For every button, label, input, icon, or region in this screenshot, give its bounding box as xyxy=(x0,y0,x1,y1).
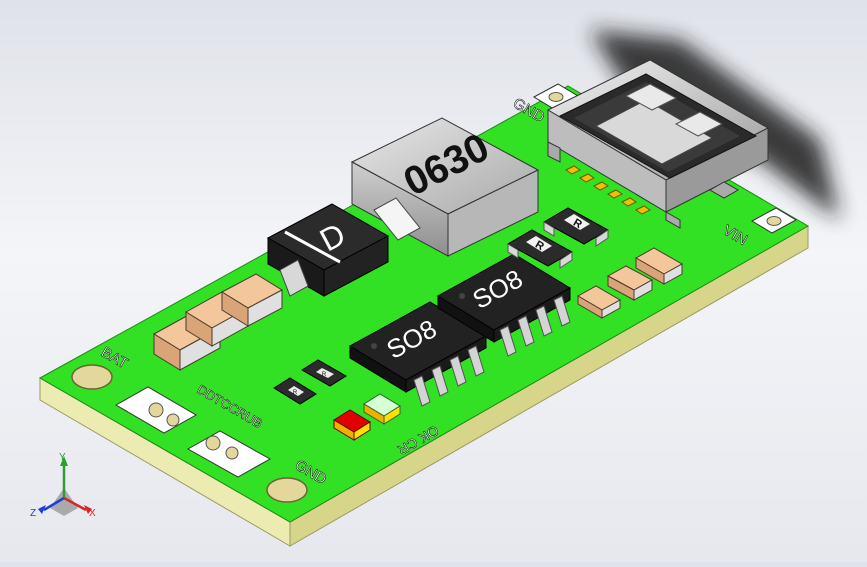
view-triad: Y X Z xyxy=(30,452,96,519)
small-component: R xyxy=(301,359,347,387)
usb-c-connector-icon[interactable] xyxy=(546,59,770,229)
pad-bat xyxy=(71,364,113,390)
resistors[interactable]: R R R R xyxy=(273,207,610,405)
diode-component[interactable]: D xyxy=(266,203,390,297)
capacitors-right[interactable] xyxy=(576,247,684,319)
status-leds[interactable] xyxy=(333,393,401,441)
triad-x-axis xyxy=(63,496,87,512)
small-component: R xyxy=(273,377,317,405)
led-red xyxy=(333,409,371,441)
inductor-component[interactable]: 0630 xyxy=(350,117,540,257)
usb-leg-back xyxy=(708,181,740,199)
capacitors-left[interactable] xyxy=(153,273,284,371)
capacitor xyxy=(606,265,654,301)
small-marking: R xyxy=(293,390,298,396)
pad-gnd-bottom xyxy=(266,477,308,503)
ic1-pins xyxy=(413,345,485,407)
ic2-component[interactable]: SO8 xyxy=(437,253,571,357)
pad-pair-1-hole-b xyxy=(166,413,180,427)
capacitor xyxy=(634,247,684,285)
resistor: R xyxy=(542,207,610,247)
pad-pair-2-hole-b xyxy=(225,446,239,460)
capacitor xyxy=(220,273,284,327)
pad-vin-hole xyxy=(766,216,782,226)
cathode-band xyxy=(284,230,341,264)
triad-y-label: Y xyxy=(59,452,66,463)
usb-leg-right xyxy=(665,211,681,229)
ic2-pins xyxy=(499,295,571,357)
led-green xyxy=(363,393,401,425)
triad-z-axis xyxy=(43,496,65,512)
triad-x-label: X xyxy=(89,508,96,519)
small-marking-2: R xyxy=(322,372,327,378)
usb-leg-left xyxy=(547,141,561,163)
pad-pair-2-hole-a xyxy=(205,435,221,451)
pad-pair-1-hole-a xyxy=(148,402,164,418)
capacitor xyxy=(576,285,622,319)
usb-tongue xyxy=(594,99,714,165)
triad-z-label: Z xyxy=(30,508,36,519)
pad-gnd-top-hole xyxy=(548,92,564,102)
mounting-pads xyxy=(71,83,798,503)
usb-pins xyxy=(565,165,651,215)
resistor: R xyxy=(506,229,574,269)
